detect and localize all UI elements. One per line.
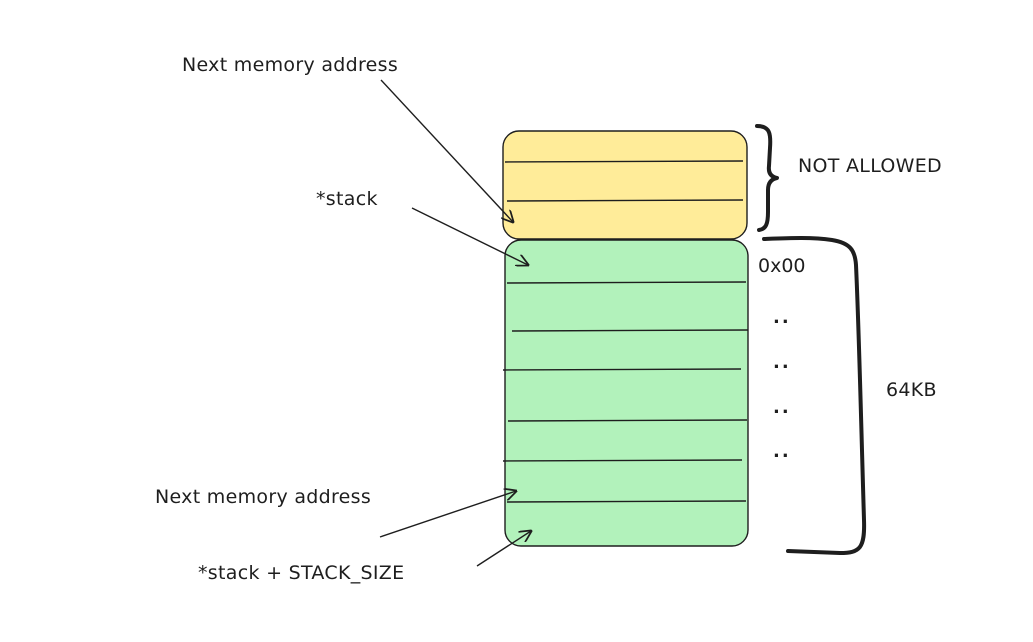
label-stack-end: *stack + STACK_SIZE bbox=[198, 562, 404, 584]
arrow-stack-pointer bbox=[411, 207, 528, 265]
label-stack-pointer: *stack bbox=[316, 188, 378, 210]
size-bracket bbox=[762, 236, 867, 555]
label-ellipsis: .. bbox=[773, 352, 791, 373]
arrow-next-memory-top bbox=[380, 79, 513, 222]
divider-line bbox=[506, 500, 747, 503]
divider-line bbox=[506, 199, 744, 202]
divider-line bbox=[502, 368, 742, 371]
divider-line bbox=[507, 419, 748, 422]
label-not-allowed: NOT ALLOWED bbox=[798, 155, 942, 177]
not-allowed-bracket bbox=[755, 124, 779, 232]
label-next-memory-top: Next memory address bbox=[182, 54, 398, 76]
divider-line bbox=[504, 160, 744, 163]
label-ellipsis: .. bbox=[773, 307, 791, 328]
divider-line bbox=[502, 459, 743, 462]
divider-line bbox=[511, 329, 749, 332]
label-address-start: 0x00 bbox=[758, 255, 806, 277]
label-ellipsis: .. bbox=[773, 441, 791, 462]
divider-line bbox=[506, 281, 747, 284]
arrow-stack-end bbox=[476, 531, 531, 567]
not-allowed-block bbox=[502, 130, 748, 240]
arrow-next-memory-bottom bbox=[379, 491, 516, 538]
label-ellipsis: .. bbox=[773, 397, 791, 418]
stack-block bbox=[502, 239, 749, 547]
label-size: 64KB bbox=[886, 379, 937, 401]
label-next-memory-bottom: Next memory address bbox=[155, 486, 371, 508]
